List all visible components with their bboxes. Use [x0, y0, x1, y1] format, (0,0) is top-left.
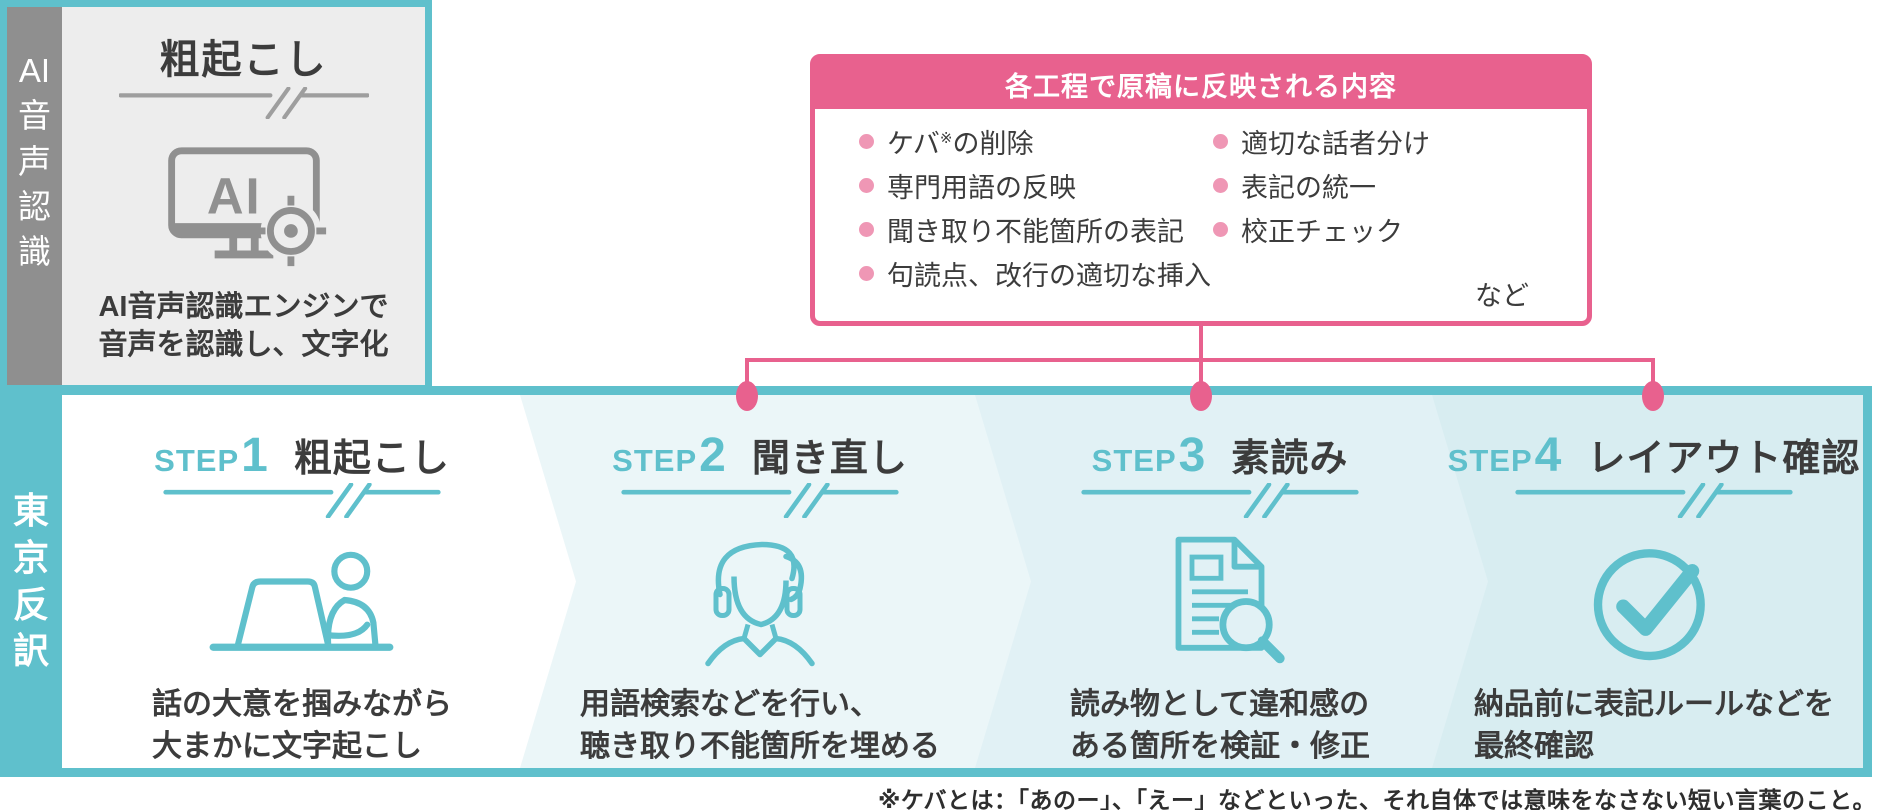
reflected-content-body: ケバ※の削除 専門用語の反映 聞き取り不能箇所の表記 句読点、改行の適切な挿入: [815, 109, 1587, 321]
bullet-dot-icon: [859, 221, 874, 237]
keba-footnote: ※ケバとは：「あのー」、「えー」などといった、それ自体では意味をなさない短い言葉…: [878, 787, 1876, 810]
list-item: 適切な話者分け: [1213, 119, 1430, 163]
list-item: 句読点、改行の適切な挿入: [859, 251, 1211, 295]
sidebar-char: 認: [18, 187, 51, 225]
reflected-content-title: 各工程で原稿に反映される内容: [815, 59, 1587, 109]
sidebar-char: AI: [18, 52, 51, 89]
bullet-dot-icon: [859, 265, 874, 281]
reflected-list-left: ケバ※の削除 専門用語の反映 聞き取り不能箇所の表記 句読点、改行の適切な挿入: [859, 119, 1211, 295]
connector-line: [1651, 358, 1655, 388]
ai-panel-title: 粗起こし: [159, 38, 328, 82]
svg-text:AI: AI: [207, 167, 262, 224]
sidebar-char: 識: [18, 233, 51, 271]
ai-recognition-panel: AI 音 声 認 識 粗起こし AI AI音声認識エンジンで: [0, 0, 432, 392]
sidebar-char: 反: [12, 583, 49, 625]
sidebar-char: 音: [18, 97, 51, 135]
etc-label: など: [1475, 281, 1529, 311]
step4-description: 納品前に表記ルールなどを 最終確認: [1474, 688, 1834, 763]
list-item: ケバ※の削除: [859, 119, 1211, 163]
ai-panel-description: AI音声認識エンジンで 音声を認識し、文字化: [98, 291, 389, 361]
ai-sidebar: AI 音 声 認 識: [7, 7, 62, 385]
document-magnifier-icon: [1175, 536, 1285, 664]
typist-laptop-icon: [209, 551, 394, 651]
connector-line: [745, 358, 749, 388]
double-slash-underline: [163, 483, 441, 519]
step4-chevron-bg: [1432, 395, 1863, 768]
list-item: 聞き取り不能箇所の表記: [859, 207, 1211, 251]
check-circle-icon: [1593, 549, 1705, 661]
connector-dot: [1190, 381, 1212, 411]
bullet-dot-icon: [859, 133, 874, 149]
reflected-list-right: 適切な話者分け 表記の統一 校正チェック: [1213, 119, 1430, 251]
sidebar-char: 訳: [12, 630, 49, 672]
ai-monitor-target-icon: AI: [168, 147, 327, 267]
list-item: 専門用語の反映: [859, 163, 1211, 207]
sidebar-char: 東: [12, 489, 49, 531]
connector-dot: [736, 381, 758, 411]
reflected-content-panel: 各工程で原稿に反映される内容 ケバ※の削除 専門用語の反映 聞き取り不能箇所の表…: [810, 54, 1592, 326]
connector-dot: [1642, 381, 1664, 411]
bullet-dot-icon: [1213, 133, 1228, 149]
list-item: 校正チェック: [1213, 207, 1430, 251]
sidebar-char: 声: [18, 142, 51, 180]
step3-description: 読み物として違和感の ある箇所を検証・修正: [1070, 688, 1370, 763]
step1-description: 話の大意を掴みながら 大まかに文字起こし: [152, 688, 452, 763]
connector-line: [1199, 326, 1203, 360]
bullet-dot-icon: [1213, 177, 1228, 193]
double-slash-underline: [1515, 483, 1793, 519]
step2-description: 用語検索などを行い、 聴き取り不能箇所を埋める: [580, 688, 940, 763]
list-item: 表記の統一: [1213, 163, 1430, 207]
double-slash-underline: [621, 483, 899, 519]
headset-person-icon: [705, 541, 815, 667]
connector-line: [1199, 358, 1203, 388]
ai-panel-content: 粗起こし AI AI音声認識エンジンで 音声を認識し、文字化: [62, 7, 425, 385]
bullet-dot-icon: [1213, 221, 1228, 237]
double-slash-underline: [1081, 483, 1359, 519]
sidebar-char: 京: [12, 536, 49, 578]
tokyo-hanyaku-sidebar: 東 京 反 訳: [0, 395, 62, 768]
double-slash-underline: [118, 87, 369, 119]
bullet-dot-icon: [859, 177, 874, 193]
